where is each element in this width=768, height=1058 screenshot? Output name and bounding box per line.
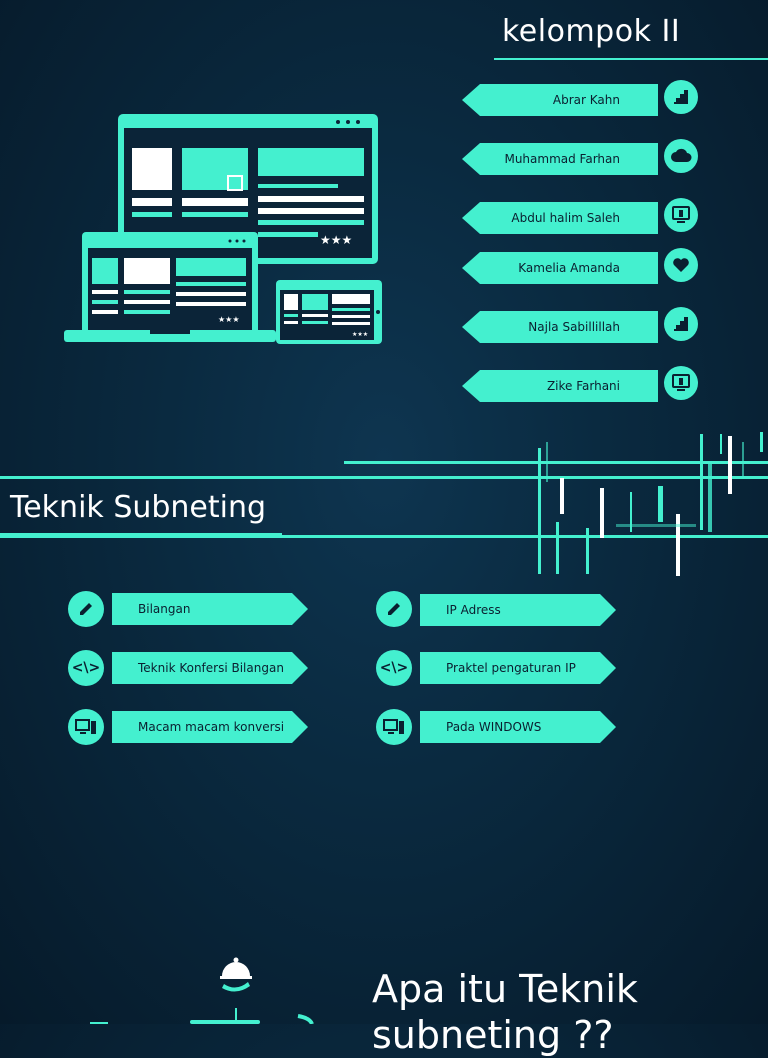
computer-icon [68, 709, 104, 745]
code-icon: <\> [376, 650, 412, 686]
svg-text:★★★: ★★★ [352, 331, 368, 338]
member-tag: Najla Sabillillah [462, 311, 658, 343]
topic-tag: Pada WINDOWS [420, 711, 616, 743]
topic-tag: Praktel pengaturan IP [420, 652, 616, 684]
desktop-monitor-icon: ★★★ [118, 114, 378, 264]
pencil-icon [376, 591, 412, 627]
topic-tag: Macam macam konversi [112, 711, 308, 743]
topic-tag: IP Adress [420, 594, 616, 626]
cloud-icon [664, 139, 698, 173]
question-heading: Apa itu Teknik subneting ?? [372, 967, 638, 1057]
monitor-icon [664, 198, 698, 232]
tablet-icon: ★★★ [276, 280, 382, 344]
band-top-line [0, 476, 768, 479]
glitch-decoration [538, 432, 763, 576]
member-tag: Kamelia Amanda [462, 252, 658, 284]
stairs-icon [664, 80, 698, 114]
laptop-icon: ★★★ [64, 232, 276, 342]
code-icon: <\> [68, 650, 104, 686]
member-tag: Zike Farhani [462, 370, 658, 402]
title-divider [494, 58, 768, 60]
section-title: Teknik Subneting [10, 490, 267, 525]
pencil-icon [68, 591, 104, 627]
member-tag: Abrar Kahn [462, 84, 658, 116]
computer-icon [376, 709, 412, 745]
page-title: kelompok II [502, 14, 681, 49]
topic-tag: Bilangan [112, 593, 308, 625]
band-upper-line [344, 461, 768, 464]
service-illustration [90, 957, 314, 1024]
band-bottom-line [0, 535, 768, 538]
section-title-underline [0, 533, 282, 535]
svg-text:★★★: ★★★ [218, 315, 240, 324]
member-tag: Abdul halim Saleh [462, 202, 658, 234]
heart-icon [664, 248, 698, 282]
monitor-icon [664, 366, 698, 400]
service-bell-icon [220, 957, 252, 992]
stairs-icon [664, 307, 698, 341]
topic-tag: Teknik Konfersi Bilangan [112, 652, 308, 684]
responsive-devices-illustration: ★★★ ★★★ ★★★ [64, 114, 382, 344]
member-tag: Muhammad Farhan [462, 143, 658, 175]
svg-text:★★★: ★★★ [320, 233, 352, 247]
